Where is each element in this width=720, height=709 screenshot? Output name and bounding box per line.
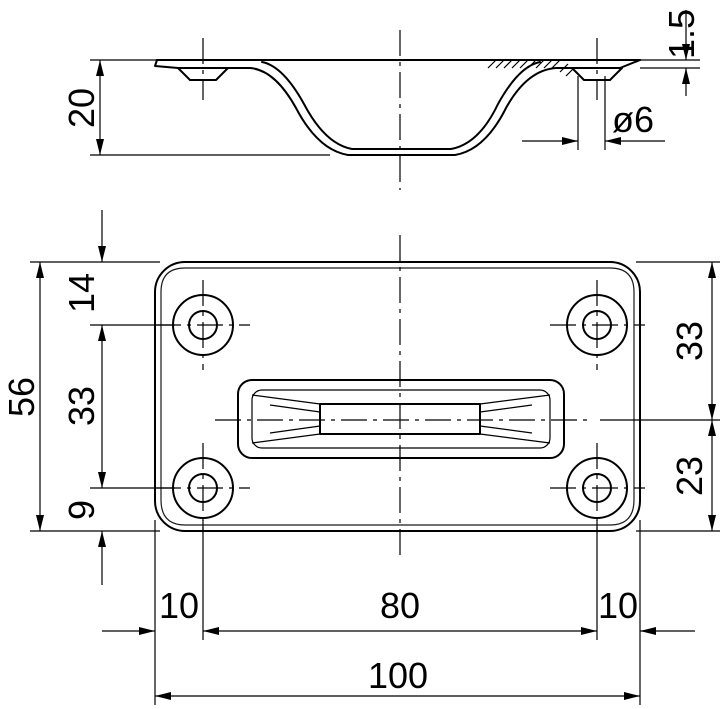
dimension-hole-diameter: ø6 [522, 76, 665, 150]
dimension-chain-right: 33 23 [600, 261, 720, 532]
dim-label-bottom-margin: 9 [61, 500, 102, 520]
dimension-chain-left: 14 33 9 [61, 210, 106, 585]
side-view [154, 30, 641, 190]
bottom-extension-lines [154, 520, 641, 705]
dimension-overall-height: 56 [1, 262, 44, 531]
dim-label-hole-spacing-vertical: 33 [61, 386, 102, 426]
dim-label-thickness: 1.5 [661, 9, 702, 59]
dim-label-right-upper: 33 [669, 321, 710, 361]
dim-label-right-lower: 23 [669, 456, 710, 496]
dim-label-height: 20 [61, 88, 102, 128]
dim-label-overall-width: 100 [368, 655, 428, 696]
dimension-overall-width: 100 [155, 655, 640, 700]
top-view [154, 235, 645, 555]
dim-label-right-edge: 10 [598, 585, 638, 626]
dim-label-overall-height: 56 [1, 377, 42, 417]
dim-label-top-margin: 14 [61, 273, 102, 313]
dimension-chain-bottom: 10 80 10 [102, 585, 695, 635]
dimension-height-20: 20 [61, 59, 330, 156]
dimension-thickness-1-5: 1.5 [640, 9, 702, 96]
dim-label-hole-diameter: ø6 [612, 99, 654, 140]
left-extension-lines [30, 261, 175, 532]
dim-label-left-edge: 10 [159, 585, 199, 626]
dim-label-hole-spacing-horizontal: 80 [380, 585, 420, 626]
